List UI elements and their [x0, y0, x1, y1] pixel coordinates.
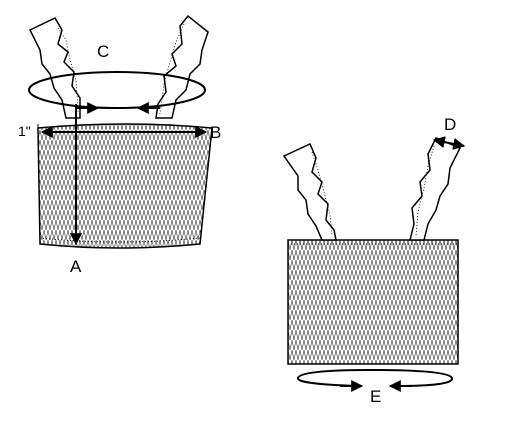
label-a: A	[70, 257, 82, 276]
right-garment	[282, 136, 466, 392]
label-b: B	[210, 123, 221, 142]
right-strap-right	[409, 137, 462, 241]
right-body-panel	[287, 239, 459, 365]
label-c: C	[97, 42, 109, 61]
label-d: D	[444, 115, 456, 134]
left-body-panel	[37, 123, 213, 249]
left-garment	[28, 14, 213, 249]
left-strap-left	[28, 17, 81, 119]
label-e: E	[370, 387, 381, 406]
right-strap-left	[282, 142, 337, 241]
label-inch: 1"	[18, 123, 31, 139]
measure-c-ellipse	[28, 71, 206, 109]
left-strap-right	[155, 14, 209, 119]
measure-e-ellipse-left	[297, 368, 453, 387]
left-bottom-rib	[39, 237, 201, 243]
measure-d-line	[432, 136, 466, 150]
